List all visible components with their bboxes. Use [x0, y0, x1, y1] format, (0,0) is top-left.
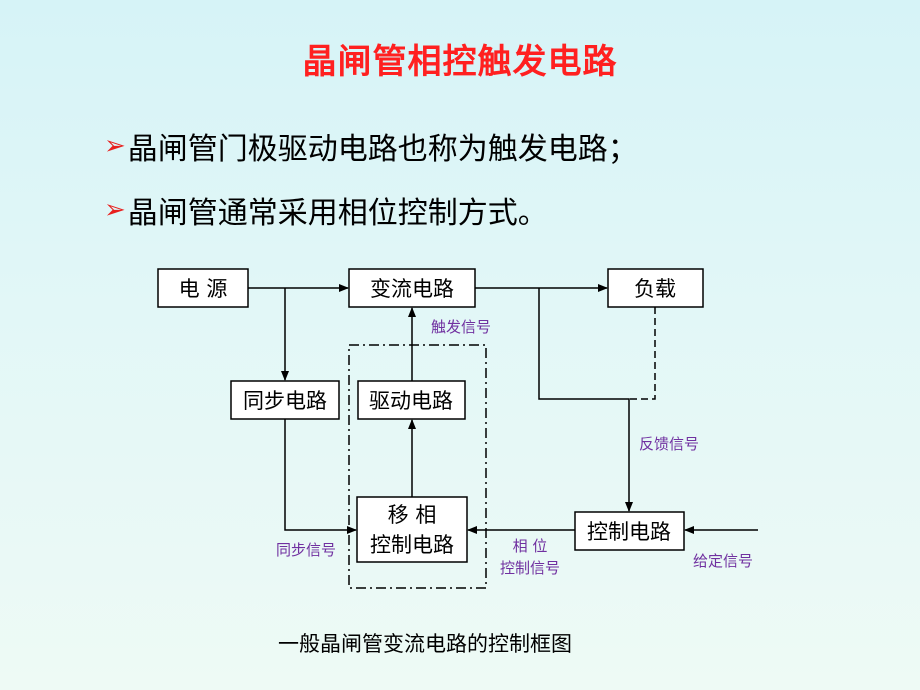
box-control-label: 控制电路 [587, 520, 671, 544]
label-phase-signal-1: 相 位 [513, 537, 548, 555]
bullet-text: 晶闸管通常采用相位控制方式。 [127, 196, 548, 231]
arrow-feedback [538, 288, 633, 512]
label-phase-signal-2: 控制信号 [500, 559, 560, 577]
box-sync-label: 同步电路 [243, 389, 327, 413]
connections [248, 284, 758, 534]
slide-title: 晶闸管相控触发电路 [302, 42, 618, 82]
box-power: 电 源 [157, 268, 249, 308]
box-drive-label: 驱动电路 [369, 389, 453, 413]
arrow-right-icon: ➢ [104, 131, 126, 161]
box-converter-label: 变流电路 [370, 277, 454, 301]
arrow-right-icon: ➢ [104, 195, 126, 225]
box-phase-shift-label-1: 移 相 [388, 503, 437, 527]
label-trigger-signal: 触发信号 [431, 318, 491, 336]
arrow-sync-phase [284, 419, 357, 534]
box-control: 控制电路 [574, 511, 685, 551]
box-drive: 驱动电路 [357, 380, 466, 420]
label-sync-signal: 同步信号 [276, 541, 336, 559]
box-power-label: 电 源 [179, 277, 228, 301]
box-load-label: 负载 [634, 277, 676, 301]
box-load: 负载 [607, 268, 704, 308]
box-phase-shift-label-2: 控制电路 [370, 533, 454, 557]
box-converter: 变流电路 [348, 268, 476, 308]
bullet-text: 晶闸管门极驱动电路也称为触发电路； [127, 132, 638, 167]
dashed-enclosure [348, 344, 487, 589]
bullet-item: ➢ 晶闸管通常采用相位控制方式。 [104, 188, 548, 232]
box-sync: 同步电路 [230, 380, 340, 420]
bullet-item: ➢ 晶闸管门极驱动电路也称为触发电路； [104, 124, 638, 168]
diagram-caption: 一般晶闸管变流电路的控制框图 [278, 632, 572, 656]
label-given-signal: 给定信号 [693, 552, 753, 570]
box-phase-shift: 移 相 控制电路 [356, 496, 468, 563]
dashed-load-feedback [629, 307, 656, 400]
label-feedback-signal: 反馈信号 [639, 435, 699, 453]
